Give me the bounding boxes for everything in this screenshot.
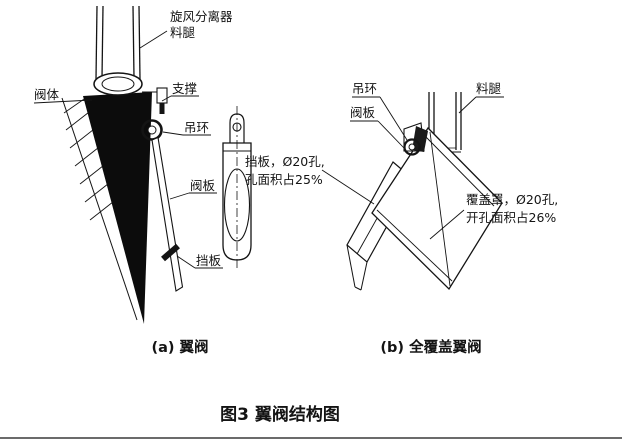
leader-lines-b — [321, 96, 504, 240]
baffle-mark-a — [161, 243, 180, 262]
label-baffle-line1: 挡板，Ø20孔, — [245, 154, 325, 169]
subcaption-b: (b) 全覆盖翼阀 — [380, 338, 481, 356]
figure-b: 吊环 料腿 阀板 挡板，Ø20孔, 孔面积占25% 覆盖罩，Ø20孔, 开孔面积… — [245, 81, 558, 356]
subcaption-a: (a) 翼阀 — [151, 338, 208, 356]
valve-body-cone — [83, 92, 152, 324]
hinge-bracket-b — [403, 122, 428, 152]
label-valve-plate-a: 阀板 — [190, 178, 216, 193]
label-dipleg-b: 料腿 — [476, 81, 502, 96]
label-cyclone-dipleg-line2: 料腿 — [170, 25, 196, 40]
label-cover-line1: 覆盖罩，Ø20孔, — [466, 192, 558, 207]
support-bracket-a — [142, 87, 168, 114]
dipleg-tube-a — [95, 5, 141, 80]
plate-side-view — [222, 106, 252, 268]
leader-lines-a — [33, 30, 223, 269]
label-lifting-ring-a: 吊环 — [184, 120, 209, 135]
label-support: 支撑 — [172, 81, 198, 96]
figure-title: 图3 翼阀结构图 — [220, 404, 340, 425]
cover-plate-b — [371, 126, 503, 291]
flange-ellipse — [93, 72, 143, 96]
label-cover-line2: 开孔面积占26% — [466, 210, 556, 225]
valve-plate-a — [151, 136, 184, 292]
label-lifting-ring-b: 吊环 — [352, 81, 377, 96]
label-baffle-a: 挡板 — [196, 253, 222, 268]
label-cyclone-dipleg-line1: 旋风分离器 — [170, 9, 233, 24]
label-valve-body: 阀体 — [34, 87, 60, 102]
label-baffle-line2: 孔面积占25% — [245, 172, 323, 187]
section-hatch-lines — [61, 96, 138, 321]
lifting-ring-b — [403, 138, 421, 156]
label-valve-plate-b: 阀板 — [350, 105, 376, 120]
figure-a: 旋风分离器 料腿 阀体 支撑 吊环 阀板 挡板 (a) 翼阀 — [33, 5, 252, 356]
